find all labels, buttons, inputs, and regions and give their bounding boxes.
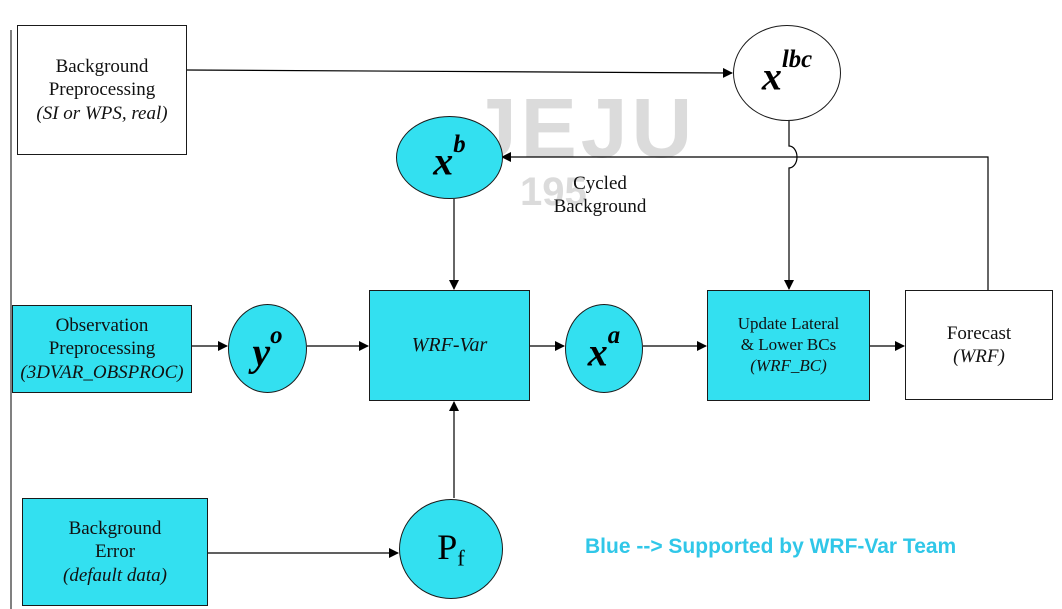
background-preprocessing-box: Background Preprocessing (SI or WPS, rea… bbox=[17, 25, 187, 155]
bgerr-line1: Background bbox=[68, 518, 162, 540]
xa-circle: xa bbox=[565, 304, 643, 393]
bgerr-line3: (default data) bbox=[63, 564, 167, 586]
obspre-line1: Observation bbox=[55, 315, 149, 337]
yo-base: y bbox=[252, 329, 271, 375]
obspre-line3: (3DVAR_OBSPROC) bbox=[20, 361, 184, 383]
xb-base: x bbox=[433, 138, 454, 184]
forecast-line2: (WRF) bbox=[953, 346, 1005, 367]
bgpre-line2: Preprocessing bbox=[48, 79, 156, 101]
xlbc-circle: xlbc bbox=[733, 25, 841, 121]
cycled-line2: Background bbox=[553, 195, 647, 217]
update-line3: (WRF_BC) bbox=[750, 355, 827, 375]
watermark-year: 195 bbox=[520, 170, 587, 214]
xb-sup: b bbox=[453, 130, 466, 158]
update-line2: & Lower BCs bbox=[740, 335, 837, 355]
yo-sup: o bbox=[270, 321, 283, 349]
xlbc-sup: lbc bbox=[781, 46, 813, 74]
xa-base: x bbox=[587, 329, 608, 375]
pf-sub: f bbox=[457, 545, 465, 571]
cycled-line1: Cycled bbox=[573, 173, 627, 194]
update-bcs-box: Update Lateral & Lower BCs (WRF_BC) bbox=[707, 290, 870, 401]
obspre-line2: Preprocessing bbox=[48, 338, 156, 360]
wrfvar-label: WRF-Var bbox=[411, 334, 488, 357]
legend-text: Blue --> Supported by WRF-Var Team bbox=[585, 535, 957, 558]
cycled-background-label: Cycled Background bbox=[530, 173, 670, 219]
bgpre-line3: (SI or WPS, real) bbox=[36, 102, 168, 124]
yo-circle: yo bbox=[228, 304, 307, 393]
xlbc-base: x bbox=[761, 53, 782, 99]
arrow-xlbc-to-update bbox=[784, 121, 798, 290]
forecast-box: Forecast (WRF) bbox=[905, 290, 1053, 400]
background-error-box: Background Error (default data) bbox=[22, 498, 208, 606]
xa-sup: a bbox=[607, 321, 621, 349]
xb-circle: xb bbox=[396, 116, 503, 199]
bgpre-line1: Background bbox=[55, 56, 149, 78]
pf-circle: Pf bbox=[399, 499, 503, 599]
observation-preprocessing-box: Observation Preprocessing (3DVAR_OBSPROC… bbox=[12, 305, 192, 393]
forecast-line1: Forecast bbox=[946, 322, 1012, 344]
pf-base: P bbox=[437, 527, 458, 568]
bgerr-line2: Error bbox=[94, 541, 136, 563]
arrow-preproc-to-xlbc bbox=[185, 67, 733, 78]
update-line1: Update Lateral bbox=[737, 314, 840, 334]
arrow-forecast-to-xb bbox=[501, 152, 989, 291]
wrf-var-box: WRF-Var bbox=[369, 290, 530, 401]
